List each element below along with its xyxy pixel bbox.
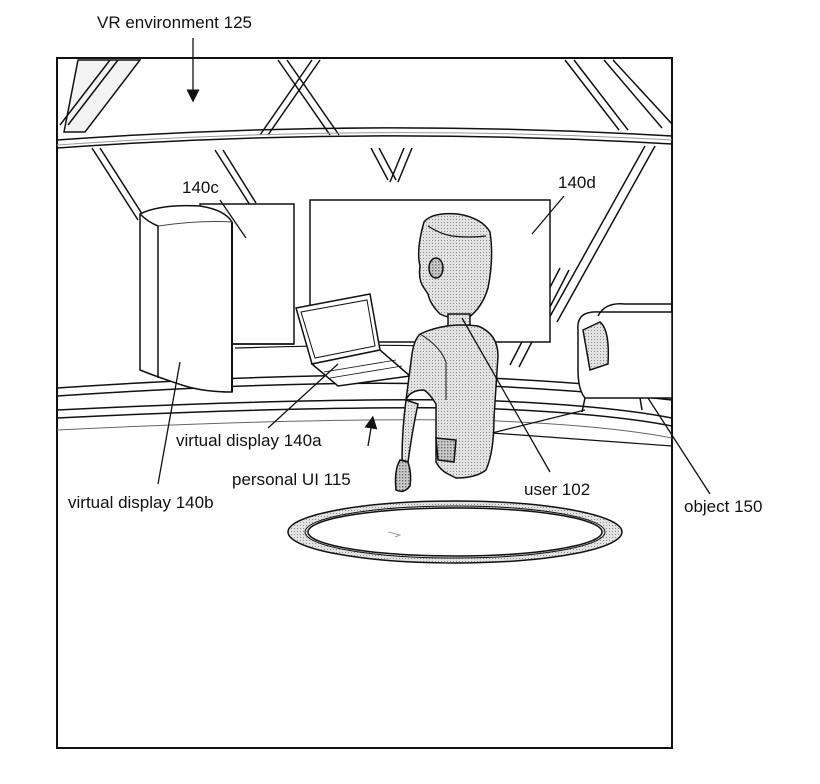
leader-user [461, 317, 551, 473]
personal-ui-115-ring [287, 500, 623, 564]
virtual-display-140b [139, 204, 233, 393]
leader-140a [267, 363, 339, 429]
object-150-couch [577, 303, 672, 413]
dome-ring [57, 127, 672, 149]
leader-140d [531, 195, 565, 235]
virtual-display-140a-laptop [295, 293, 412, 387]
user-102-avatar [394, 212, 499, 493]
label-vr-environment: VR environment 125 [97, 13, 252, 32]
label-user: user 102 [524, 480, 590, 499]
label-140c: 140c [182, 178, 219, 197]
label-virtual-display-140b: virtual display 140b [68, 493, 214, 512]
leader-140b [157, 361, 181, 485]
label-object: object 150 [684, 497, 762, 516]
leader-object [647, 397, 711, 495]
label-personal-ui: personal UI 115 [232, 470, 351, 489]
leader-140c [219, 199, 247, 239]
leader-lines [157, 38, 711, 495]
arrow-personal-ui [364, 415, 378, 447]
label-virtual-display-140a: virtual display 140a [176, 431, 322, 450]
label-140d: 140d [558, 173, 596, 192]
scene-frame [56, 57, 673, 749]
